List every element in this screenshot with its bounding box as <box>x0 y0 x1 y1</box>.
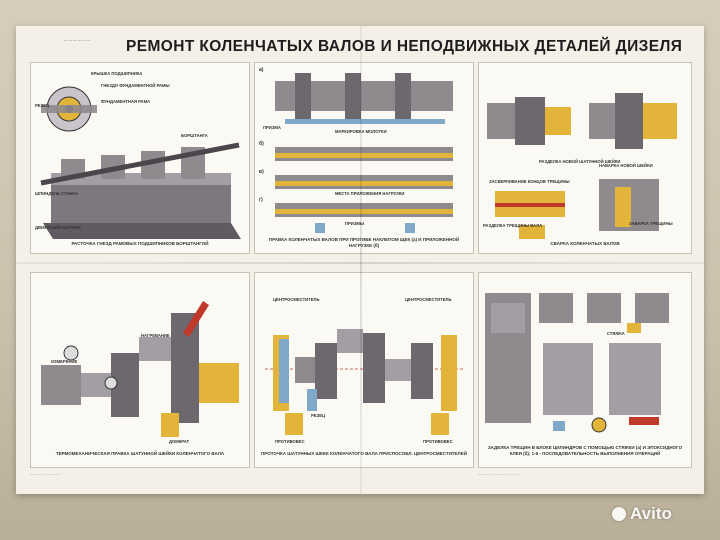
label-crack-drilling: ЗАСВЕРЛИВАНИЕ КОНЦОВ ТРЕЩИНЫ <box>489 179 570 184</box>
marker-v: в) <box>259 169 264 175</box>
print-info-stamp: — — — — — — — — <box>30 472 60 476</box>
label-crack-cut: РАЗДЕЛКА ТРЕЩИНЫ ВАЛА <box>483 223 543 228</box>
publisher-stamp: — — — — — — — — — — — <box>478 472 520 476</box>
label-frame-seat: ГНЕЗДО ФУНДАМЕНТНОЙ РАМЫ <box>101 83 170 88</box>
straightening-illustration <box>275 73 453 233</box>
label-load-points: МЕСТА ПРИЛОЖЕНИЯ НАГРУЗКИ <box>335 191 405 196</box>
label-hammers: МАРКИРОВКА МОЛОТКИ <box>335 129 387 134</box>
label-crack-weld: ЗАВАРКА ТРЕЩИНЫ <box>629 221 673 226</box>
label-new-journal-weld: НАВАРКА НОВОЙ ШЕЙКИ <box>599 163 653 168</box>
journal-turning-illustration <box>265 329 463 435</box>
poster: — — — — — — — — — — РЕМОНТ КОЛЕНЧАТЫХ ВА… <box>16 26 704 494</box>
label-heating: НАГРЕВАНИЕ <box>141 333 170 338</box>
label-tie: СТЯЖКА <box>607 331 625 336</box>
corner-note-left: — — — — — — <box>64 38 90 42</box>
label-counterweight-right: ПРОТИВОВЕС <box>423 439 453 444</box>
caption-thermo-straightening: ТЕРМОМЕХАНИЧЕСКАЯ ПРАВКА ШАТУННОЙ ШЕЙКИ … <box>55 451 225 456</box>
welding-illustration <box>487 93 677 239</box>
caption-welding: СВАРКА КОЛЕНЧАТЫХ ВАЛОВ <box>550 241 620 246</box>
caption-crack-repair: ЗАДЕЛКА ТРЕЩИН В БЛОКЕ ЦИЛИНДРОВ С ПОМОЩ… <box>487 445 683 456</box>
label-cutter: РЕЗЕЦ <box>35 103 50 108</box>
label-counterweight-left: ПРОТИВОВЕС <box>275 439 305 444</box>
label-drive-joint: ДВИЖУЩИЙ ШАРНИР <box>35 225 81 230</box>
marker-g: г) <box>259 197 263 203</box>
caption-line-boring: РАСТОЧКА ГНЕЗД РАМОВЫХ ПОДШИПНИКОВ БОРШТ… <box>71 241 209 246</box>
label-bearing-cap: КРЫШКА ПОДШИПНИКА <box>91 71 143 76</box>
panel-crack-repair: СТЯЖКА ЗАДЕЛКА ТРЕЩИН В БЛОКЕ ЦИЛИНДРОВ … <box>478 272 692 468</box>
caption-journal-turning: ПРОТОЧКА ШАТУННЫХ ШЕЕК КОЛЕНЧАТОГО ВАЛА … <box>261 451 467 456</box>
poster-title: РЕМОНТ КОЛЕНЧАТЫХ ВАЛОВ И НЕПОДВИЖНЫХ ДЕ… <box>126 38 683 55</box>
panel-thermo-straightening: НАГРЕВАНИЕ ИЗМЕРЕНИЕ ДОМКРАТ ТЕРМОМЕХАНИ… <box>30 272 250 468</box>
label-prism: ПРИЗМА <box>263 125 281 130</box>
thermo-straightening-illustration <box>41 301 239 437</box>
avito-watermark: Avito <box>612 504 672 524</box>
label-center-shifter-left: ЦЕНТРОСМЕСТИТЕЛЬ <box>273 297 320 302</box>
line-boring-illustration <box>40 86 241 239</box>
label-foundation-frame: ФУНДАМЕНТНАЯ РАМА <box>101 99 151 104</box>
panel-straightening: а) б) в) г) ПРИЗМА МАРКИРОВКА МОЛОТКИ МЕ… <box>254 62 474 254</box>
panel-line-boring: КРЫШКА ПОДШИПНИКА ГНЕЗДО ФУНДАМЕНТНОЙ РА… <box>30 62 250 254</box>
avito-logo-icon <box>612 507 626 521</box>
panel-welding: РАЗДЕЛКА НОВОЙ ШАТУННОЙ ШЕЙКИ ЗАСВЕРЛИВА… <box>478 62 692 254</box>
avito-watermark-text: Avito <box>630 504 672 523</box>
label-boring-bar: БОРШТАНГА <box>181 133 208 138</box>
label-prisms: ПРИЗМЫ <box>345 221 365 226</box>
panel-journal-turning: ЦЕНТРОСМЕСТИТЕЛЬ ЦЕНТРОСМЕСТИТЕЛЬ РЕЗЕЦ … <box>254 272 474 468</box>
label-machine-spindle: ШПИНДЕЛЬ СТАНКА <box>35 191 78 196</box>
marker-b: б) <box>259 141 264 147</box>
label-measurement: ИЗМЕРЕНИЕ <box>51 359 78 364</box>
label-jack: ДОМКРАТ <box>169 439 190 444</box>
label-new-journal-cut: РАЗДЕЛКА НОВОЙ ШАТУННОЙ ШЕЙКИ <box>539 159 621 164</box>
crack-repair-illustration <box>485 293 669 433</box>
marker-a: а) <box>259 67 264 73</box>
corner-note-right: — — — — <box>630 38 647 42</box>
label-center-shifter-right: ЦЕНТРОСМЕСТИТЕЛЬ <box>405 297 452 302</box>
caption-straightening: ПРАВКА КОЛЕНЧАТЫХ ВАЛОВ ПРИ ПРОГИБЕ НАКЛ… <box>268 237 460 248</box>
label-cutter-tool: РЕЗЕЦ <box>311 413 326 418</box>
